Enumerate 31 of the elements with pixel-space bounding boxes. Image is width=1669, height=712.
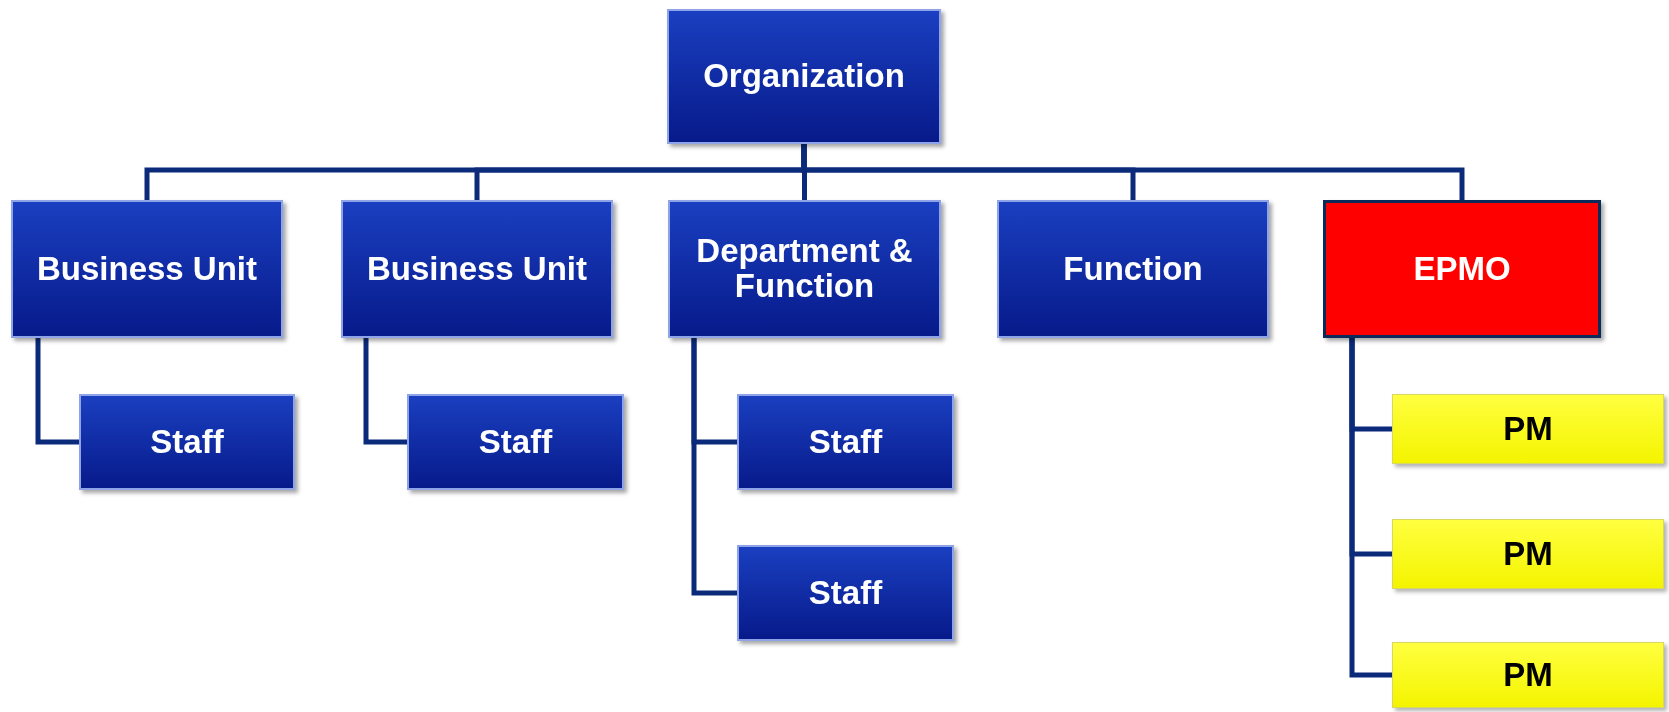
connector-line xyxy=(1349,338,1392,678)
box-label: PM xyxy=(1503,657,1553,693)
box-label: PM xyxy=(1503,411,1553,447)
box-label: Staff xyxy=(150,424,224,460)
org-box xyxy=(1323,200,1601,338)
connector-line xyxy=(801,144,1465,200)
org-box xyxy=(737,545,954,641)
org-box xyxy=(407,394,624,490)
connector-line xyxy=(363,338,407,445)
connector-line xyxy=(35,338,79,445)
box-label: Organization xyxy=(703,59,905,94)
box-label: Staff xyxy=(478,424,553,460)
box-label: Business Unit xyxy=(366,251,587,287)
org-box xyxy=(79,394,295,490)
box-label: Function xyxy=(1063,251,1203,287)
box-label: Staff xyxy=(808,424,883,460)
org-box xyxy=(667,9,941,144)
box-label: Staff xyxy=(808,575,883,611)
connector-line xyxy=(691,338,737,596)
org-box xyxy=(668,200,941,338)
box-label: EPMO xyxy=(1413,251,1511,287)
org-box xyxy=(737,394,954,490)
box-label: Business Unit xyxy=(36,251,257,287)
org-box xyxy=(341,200,613,338)
org-box xyxy=(997,200,1269,338)
org-box xyxy=(1392,642,1664,708)
org-box xyxy=(11,200,283,338)
box-label: PM xyxy=(1503,536,1553,572)
box-label: Department & Function xyxy=(695,234,914,304)
org-box xyxy=(1392,519,1664,589)
org-box xyxy=(1392,394,1664,464)
